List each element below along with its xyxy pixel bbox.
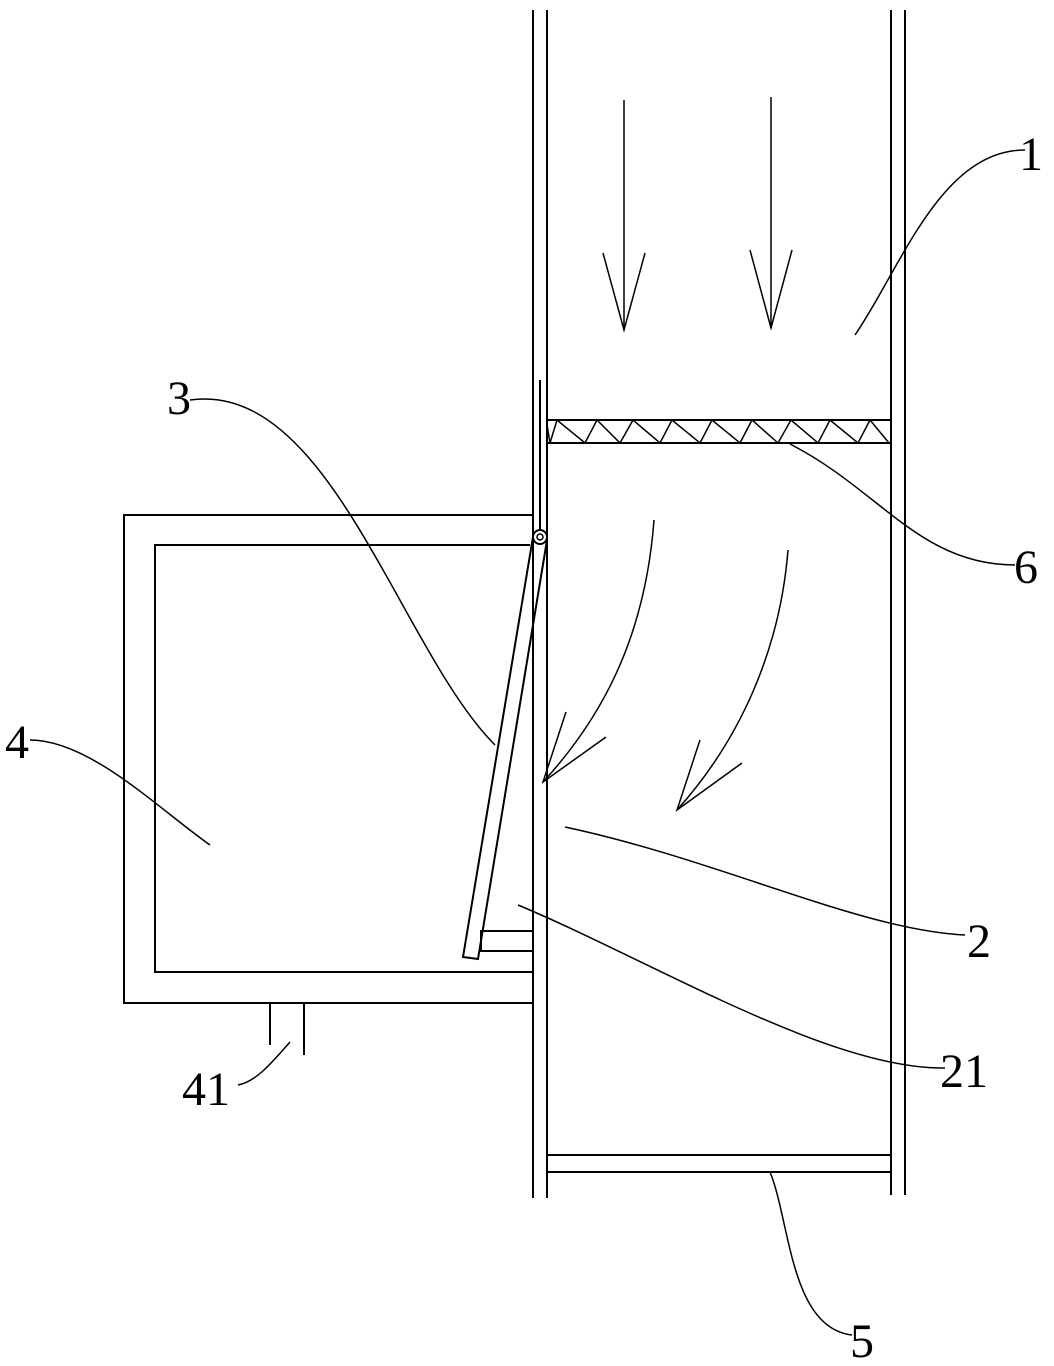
label-1: 1: [1019, 128, 1043, 181]
leader-lines: [29, 149, 1026, 1336]
leader-21: [517, 904, 946, 1069]
leader-5: [769, 1171, 853, 1336]
label-3: 3: [167, 372, 191, 425]
label-2: 2: [967, 915, 991, 968]
leader-2: [564, 826, 966, 936]
leader-4: [29, 739, 211, 846]
leader-1: [854, 149, 1026, 336]
bottom-plate: [547, 1154, 891, 1173]
label-6: 6: [1014, 541, 1038, 594]
leader-41: [237, 1041, 291, 1086]
leader-6: [789, 443, 1016, 566]
reference-labels: 1 3 6 4 2 21 41 5: [5, 128, 1043, 1366]
collection-box: [123, 514, 533, 1004]
label-5: 5: [850, 1315, 874, 1366]
hinge-rod: [532, 380, 541, 530]
stopper-block: [480, 930, 534, 952]
drain-pipe: [269, 1003, 305, 1055]
label-41: 41: [182, 1063, 230, 1116]
label-21: 21: [940, 1045, 988, 1098]
flow-arrows: [541, 97, 793, 812]
label-4: 4: [5, 716, 29, 769]
leader-3: [189, 398, 496, 746]
duct: [532, 10, 906, 1198]
filter-screen: [546, 418, 891, 445]
hinge-pin-icon: [532, 529, 548, 545]
flap: [461, 535, 549, 961]
